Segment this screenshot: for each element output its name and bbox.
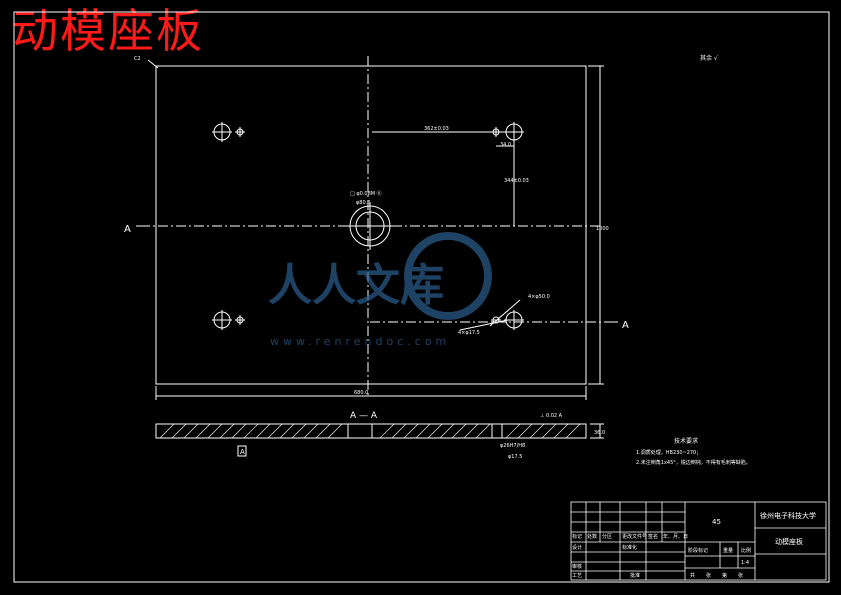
- material-cell: 45: [712, 518, 721, 526]
- svg-text:工艺: 工艺: [572, 573, 582, 579]
- part-name-cell: 动模座板: [775, 537, 803, 546]
- height-dimension: 1000: [596, 226, 609, 232]
- section-view-label: A — A: [350, 411, 378, 421]
- small-bore-diameter: φ17.5: [508, 454, 522, 460]
- svg-text:更改文件号: 更改文件号: [622, 533, 647, 540]
- sheet-border: [13, 11, 830, 583]
- hole-offset-dimension: 34.0: [500, 142, 511, 148]
- svg-text:年、月、日: 年、月、日: [663, 533, 688, 540]
- svg-text:张: 张: [706, 572, 711, 579]
- svg-text:A: A: [124, 224, 131, 235]
- svg-text:审核: 审核: [572, 563, 582, 570]
- svg-text:分区: 分区: [602, 533, 612, 540]
- plate-plan-view: [140, 56, 614, 400]
- svg-text:处数: 处数: [587, 533, 597, 540]
- svg-text:共: 共: [690, 572, 695, 579]
- svg-text:标记: 标记: [572, 533, 582, 540]
- title-block-text: 45 徐州电子科技大学 动模座板 1:4 标记 处数 分区 更改文件号 签名 年…: [572, 511, 816, 579]
- svg-text:签名: 签名: [648, 533, 658, 540]
- width-dimension: 680.0: [354, 390, 368, 396]
- svg-text:A: A: [240, 448, 245, 456]
- technical-notes: 技术要求 1.调质处理，HB230~270； 2.未注倒角1x45°，锐边倒钝，…: [636, 437, 751, 466]
- tech-notes-heading: 技术要求: [674, 437, 698, 445]
- small-bore-dimension: φ26H7/H8: [500, 443, 525, 449]
- counterbore-dimension: 4×φ17.5: [458, 330, 480, 336]
- center-bore-tolerance: □ φ0.08M Ⓐ: [350, 190, 382, 197]
- roughness-note: 其余 √: [700, 54, 718, 62]
- mounting-hole-top-left: [212, 122, 245, 142]
- mounting-hole-bottom-right: [491, 310, 524, 330]
- datum-box: A: [237, 445, 247, 457]
- section-marker-left: A: [124, 224, 150, 235]
- mounting-hole-top-right: [491, 122, 524, 142]
- tech-note-1: 1.调质处理，HB230~270；: [636, 449, 701, 456]
- chamfer-dimension: 4×φ50.0: [528, 294, 550, 300]
- watermark: 人人文库 www.renrendoc.com: [268, 232, 492, 348]
- svg-text:批准: 批准: [630, 572, 640, 579]
- watermark-brand: 人人文库: [268, 260, 444, 311]
- scale-cell: 1:4: [741, 560, 749, 566]
- svg-text:标准化: 标准化: [622, 544, 637, 551]
- svg-text:设计: 设计: [572, 544, 582, 551]
- drawing-title: 动模座板: [12, 4, 204, 58]
- svg-text:张: 张: [738, 572, 743, 579]
- svg-text:A: A: [622, 320, 629, 331]
- center-bore: [346, 202, 394, 250]
- title-block: [570, 501, 827, 581]
- hole-vertical-dimension: 344±0.03: [504, 178, 529, 184]
- svg-text:重量: 重量: [723, 547, 733, 554]
- svg-text:第: 第: [722, 572, 727, 579]
- tech-note-2: 2.未注倒角1x45°，锐边倒钝，不得有毛刺等缺陷。: [636, 459, 751, 466]
- svg-text:阶段标记: 阶段标记: [688, 547, 708, 554]
- svg-text:比例: 比例: [741, 547, 751, 554]
- watermark-url: www.renrendoc.com: [270, 335, 450, 348]
- school-name: 徐州电子科技大学: [760, 511, 816, 520]
- thickness-dimension: 36.0: [594, 430, 605, 436]
- flatness-tolerance: ⊥ 0.02 A: [540, 413, 563, 419]
- mounting-hole-bottom-left: [212, 310, 245, 330]
- center-bore-diameter: φ80.0: [356, 200, 370, 206]
- hole-horizontal-dimension: 362±0.03: [424, 126, 449, 132]
- corner-callout: C2: [134, 56, 141, 62]
- section-marker-right: A: [604, 320, 629, 331]
- plate-section-view: [155, 423, 604, 439]
